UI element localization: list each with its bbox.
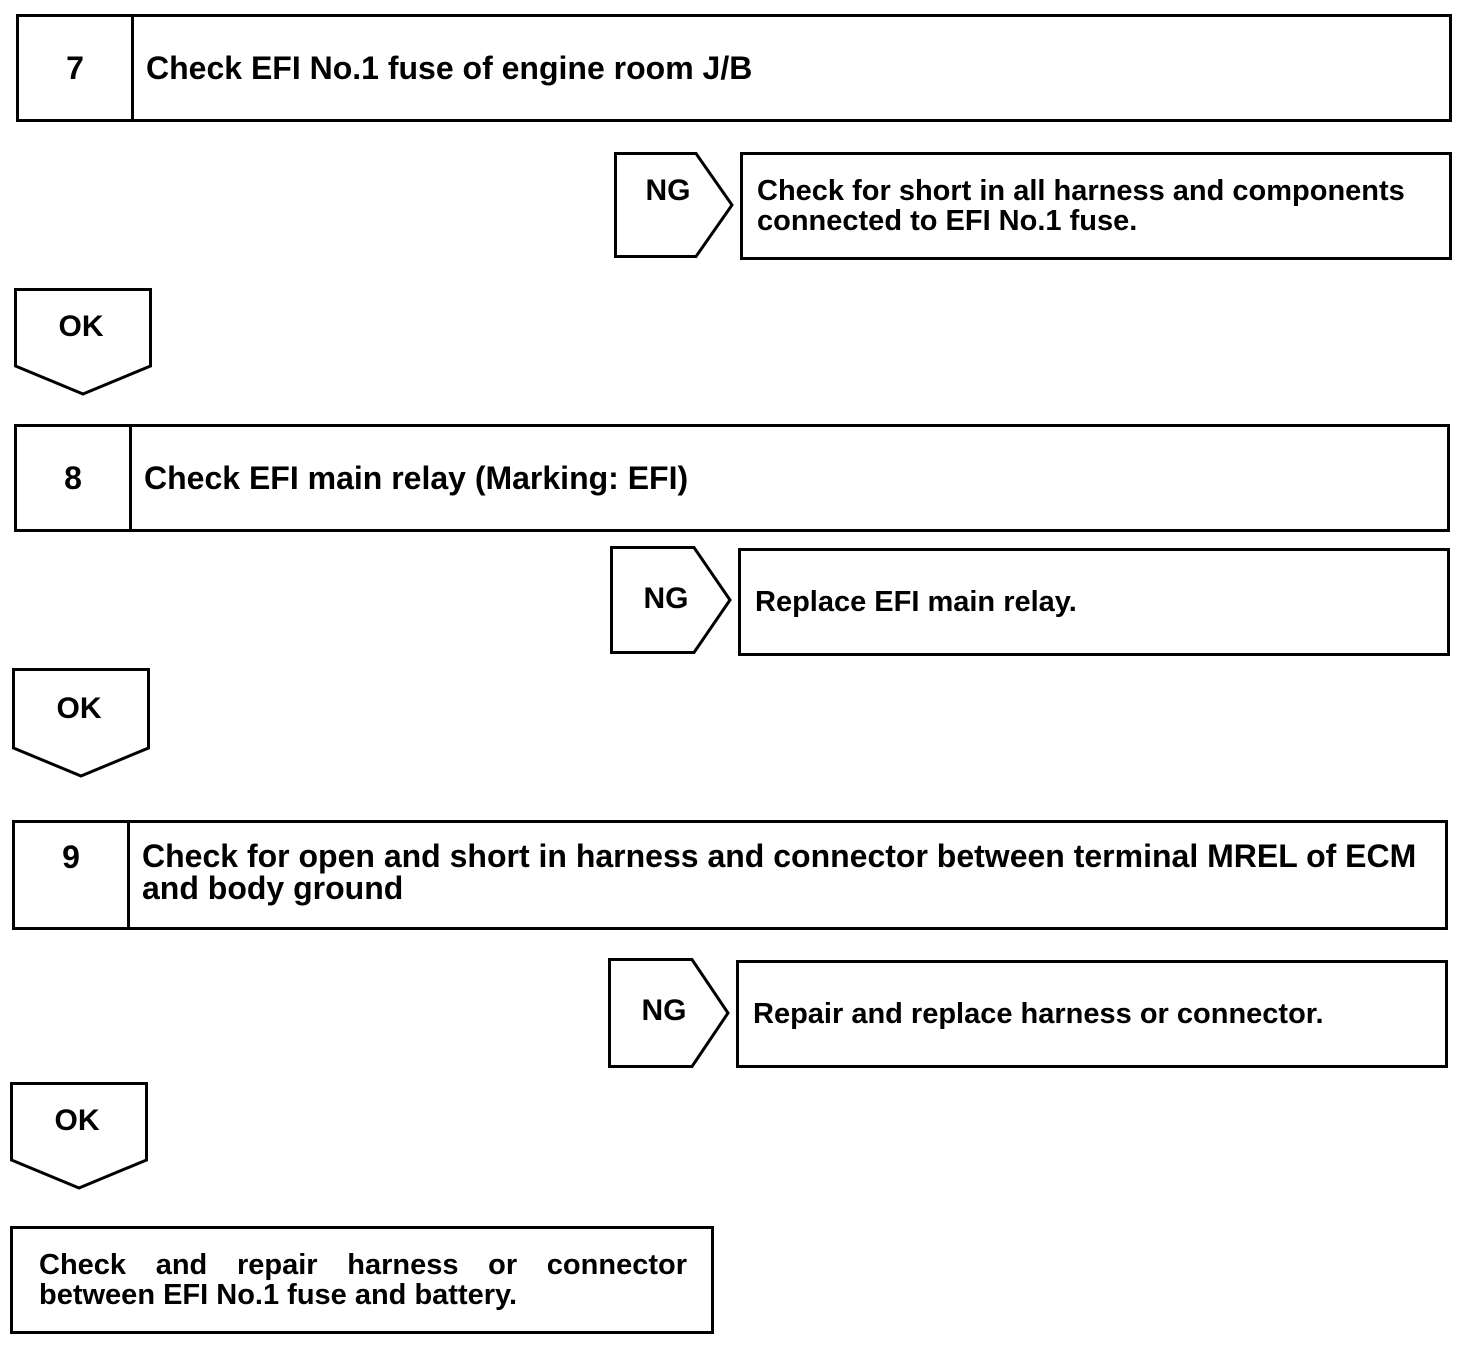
ng-arrow: NG	[610, 546, 732, 654]
ok-label: OK	[58, 310, 104, 343]
step-text: Check EFI No.1 fuse of engine room J/B	[146, 50, 753, 86]
ok-arrow: OK	[14, 288, 152, 396]
ok-arrow: OK	[10, 1082, 148, 1190]
step-number: 8	[17, 427, 132, 529]
step-text: Check for open and short in harness and …	[142, 838, 1417, 906]
step-7-box: 7 Check EFI No.1 fuse of engine room J/B	[16, 14, 1452, 122]
step-number: 7	[19, 17, 134, 119]
step-9-box: 9 Check for open and short in harness an…	[12, 820, 1448, 930]
ng-action-box: Check for short in all harness and compo…	[740, 152, 1452, 260]
ng-arrow: NG	[614, 152, 734, 258]
final-action-box: Check and repair harness or connector be…	[10, 1226, 714, 1334]
ng-label: NG	[641, 994, 687, 1027]
ng-arrow: NG	[608, 958, 730, 1068]
ng-action-box: Replace EFI main relay.	[738, 548, 1450, 656]
ok-label: OK	[56, 692, 102, 725]
ok-arrow: OK	[12, 668, 150, 778]
ok-label: OK	[54, 1104, 100, 1137]
step-8-box: 8 Check EFI main relay (Marking: EFI)	[14, 424, 1450, 532]
ng-label: NG	[645, 174, 691, 207]
step-number: 9	[15, 823, 130, 927]
ng-label: NG	[643, 582, 689, 615]
ng-action-box: Repair and replace harness or connector.	[736, 960, 1448, 1068]
step-text: Check EFI main relay (Marking: EFI)	[144, 460, 689, 496]
